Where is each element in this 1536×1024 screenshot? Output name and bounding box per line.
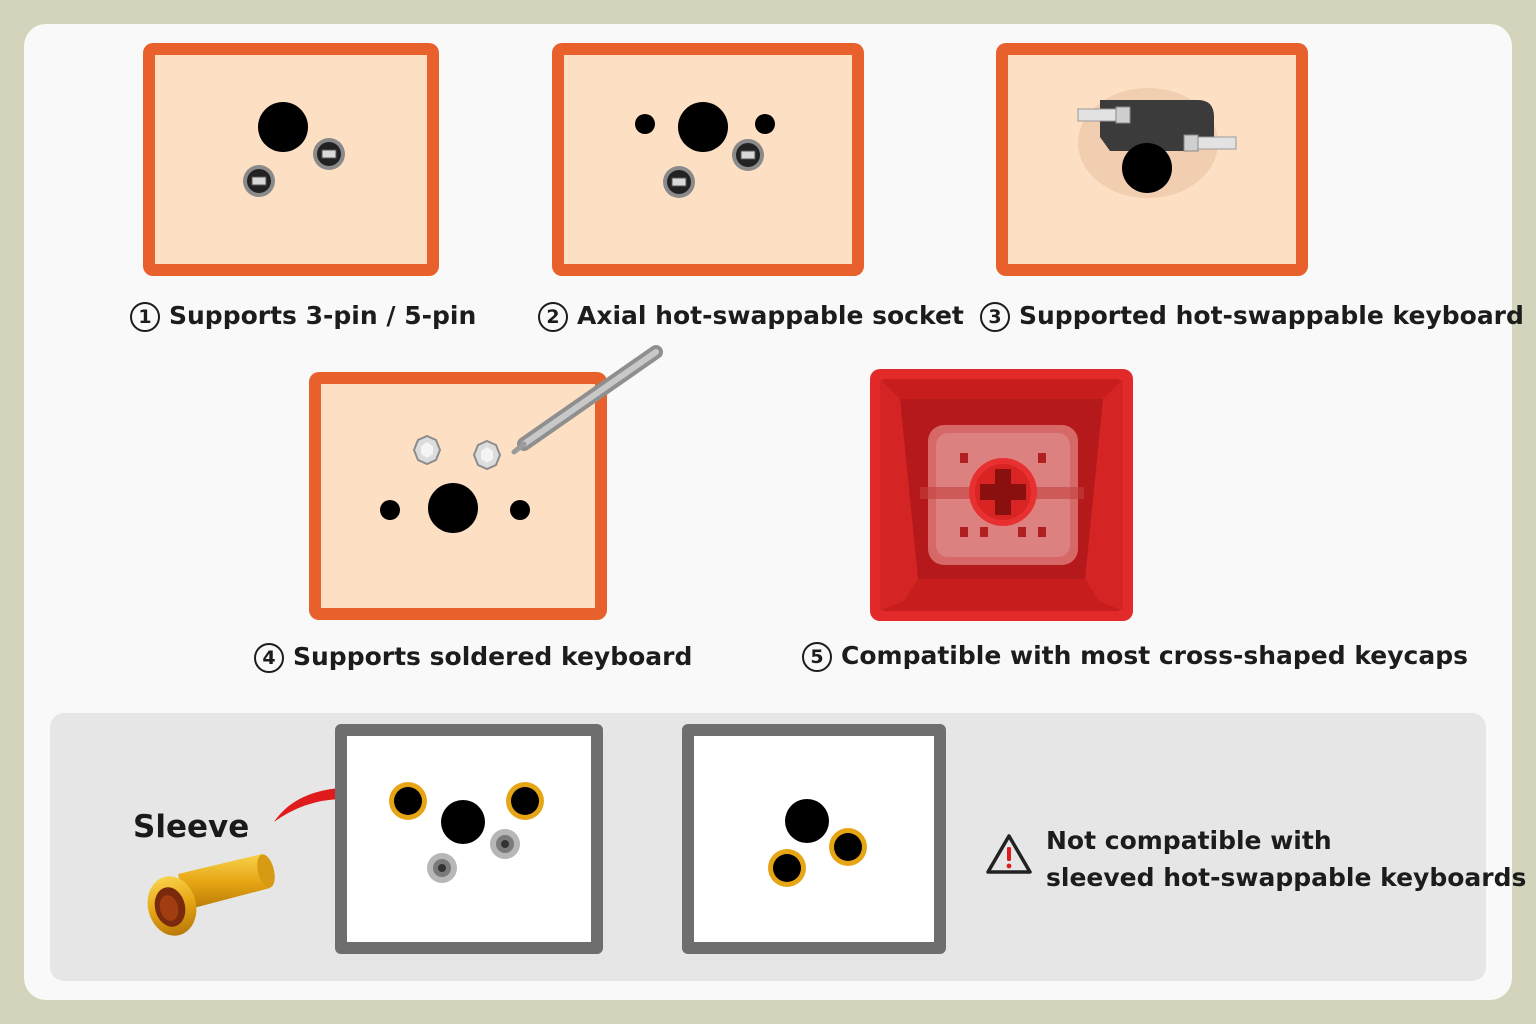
sleeve-hole-icon: [829, 828, 867, 866]
tile-3pin-5pin: [143, 43, 439, 276]
tile-sleeved-socket: [335, 724, 603, 954]
number-badge: 1: [130, 302, 160, 332]
pcb-holes-graphic: [635, 102, 775, 198]
sleeve-label: Sleeve: [133, 809, 250, 845]
hotswap-socket-graphic: [1077, 88, 1237, 198]
warning-text: Not compatible with sleeved hot-swappabl…: [1046, 822, 1526, 896]
keycap-bottom-view: [870, 369, 1133, 621]
pin-hole-icon: [490, 829, 520, 859]
pcb-holes-graphic: [380, 434, 530, 533]
socket-contact-icon: [243, 165, 275, 197]
tile-hotswap-keyboard: [996, 43, 1308, 276]
sleeve-icon: [138, 848, 278, 944]
warning-line-1: Not compatible with: [1046, 826, 1332, 855]
solder-joint-icon: [412, 434, 442, 466]
pcb-holes-graphic: [389, 782, 544, 883]
sleeve-hole-icon: [506, 782, 544, 820]
number-badge: 2: [538, 302, 568, 332]
soldering-iron-icon: [500, 340, 670, 470]
sleeve-hole-icon: [768, 849, 806, 887]
pcb-holes-graphic: [768, 799, 867, 887]
sleeve-hole-icon: [389, 782, 427, 820]
pin-hole-icon: [427, 853, 457, 883]
caption-text: Compatible with most cross-shaped keycap…: [841, 641, 1468, 670]
caption-1: 1 Supports 3-pin / 5-pin: [130, 300, 476, 332]
caption-text: Supports 3-pin / 5-pin: [169, 301, 477, 330]
tile-axial-socket: [552, 43, 864, 276]
number-badge: 5: [802, 642, 832, 672]
warning-line-2: sleeved hot-swappable keyboards: [1046, 863, 1527, 892]
caption-5: 5 Compatible with most cross-shaped keyca…: [802, 640, 1468, 672]
socket-contact-icon: [313, 138, 345, 170]
caption-text: Supported hot-swappable keyboard: [1019, 301, 1524, 330]
caption-2: 2 Axial hot-swappable socket: [538, 300, 964, 332]
caption-3: 3 Supported hot-swappable keyboard: [980, 300, 1524, 332]
caption-4: 4 Supports soldered keyboard: [254, 641, 692, 673]
number-badge: 4: [254, 643, 284, 673]
caption-text: Axial hot-swappable socket: [577, 301, 964, 330]
caption-text: Supports soldered keyboard: [293, 642, 693, 671]
solder-joint-icon: [472, 439, 502, 471]
socket-contact-icon: [732, 139, 764, 171]
warning-triangle-icon: [984, 832, 1034, 876]
number-badge: 3: [980, 302, 1010, 332]
tile-sleeved-socket-2: [682, 724, 946, 954]
pcb-holes-graphic: [243, 102, 345, 197]
socket-contact-icon: [663, 166, 695, 198]
